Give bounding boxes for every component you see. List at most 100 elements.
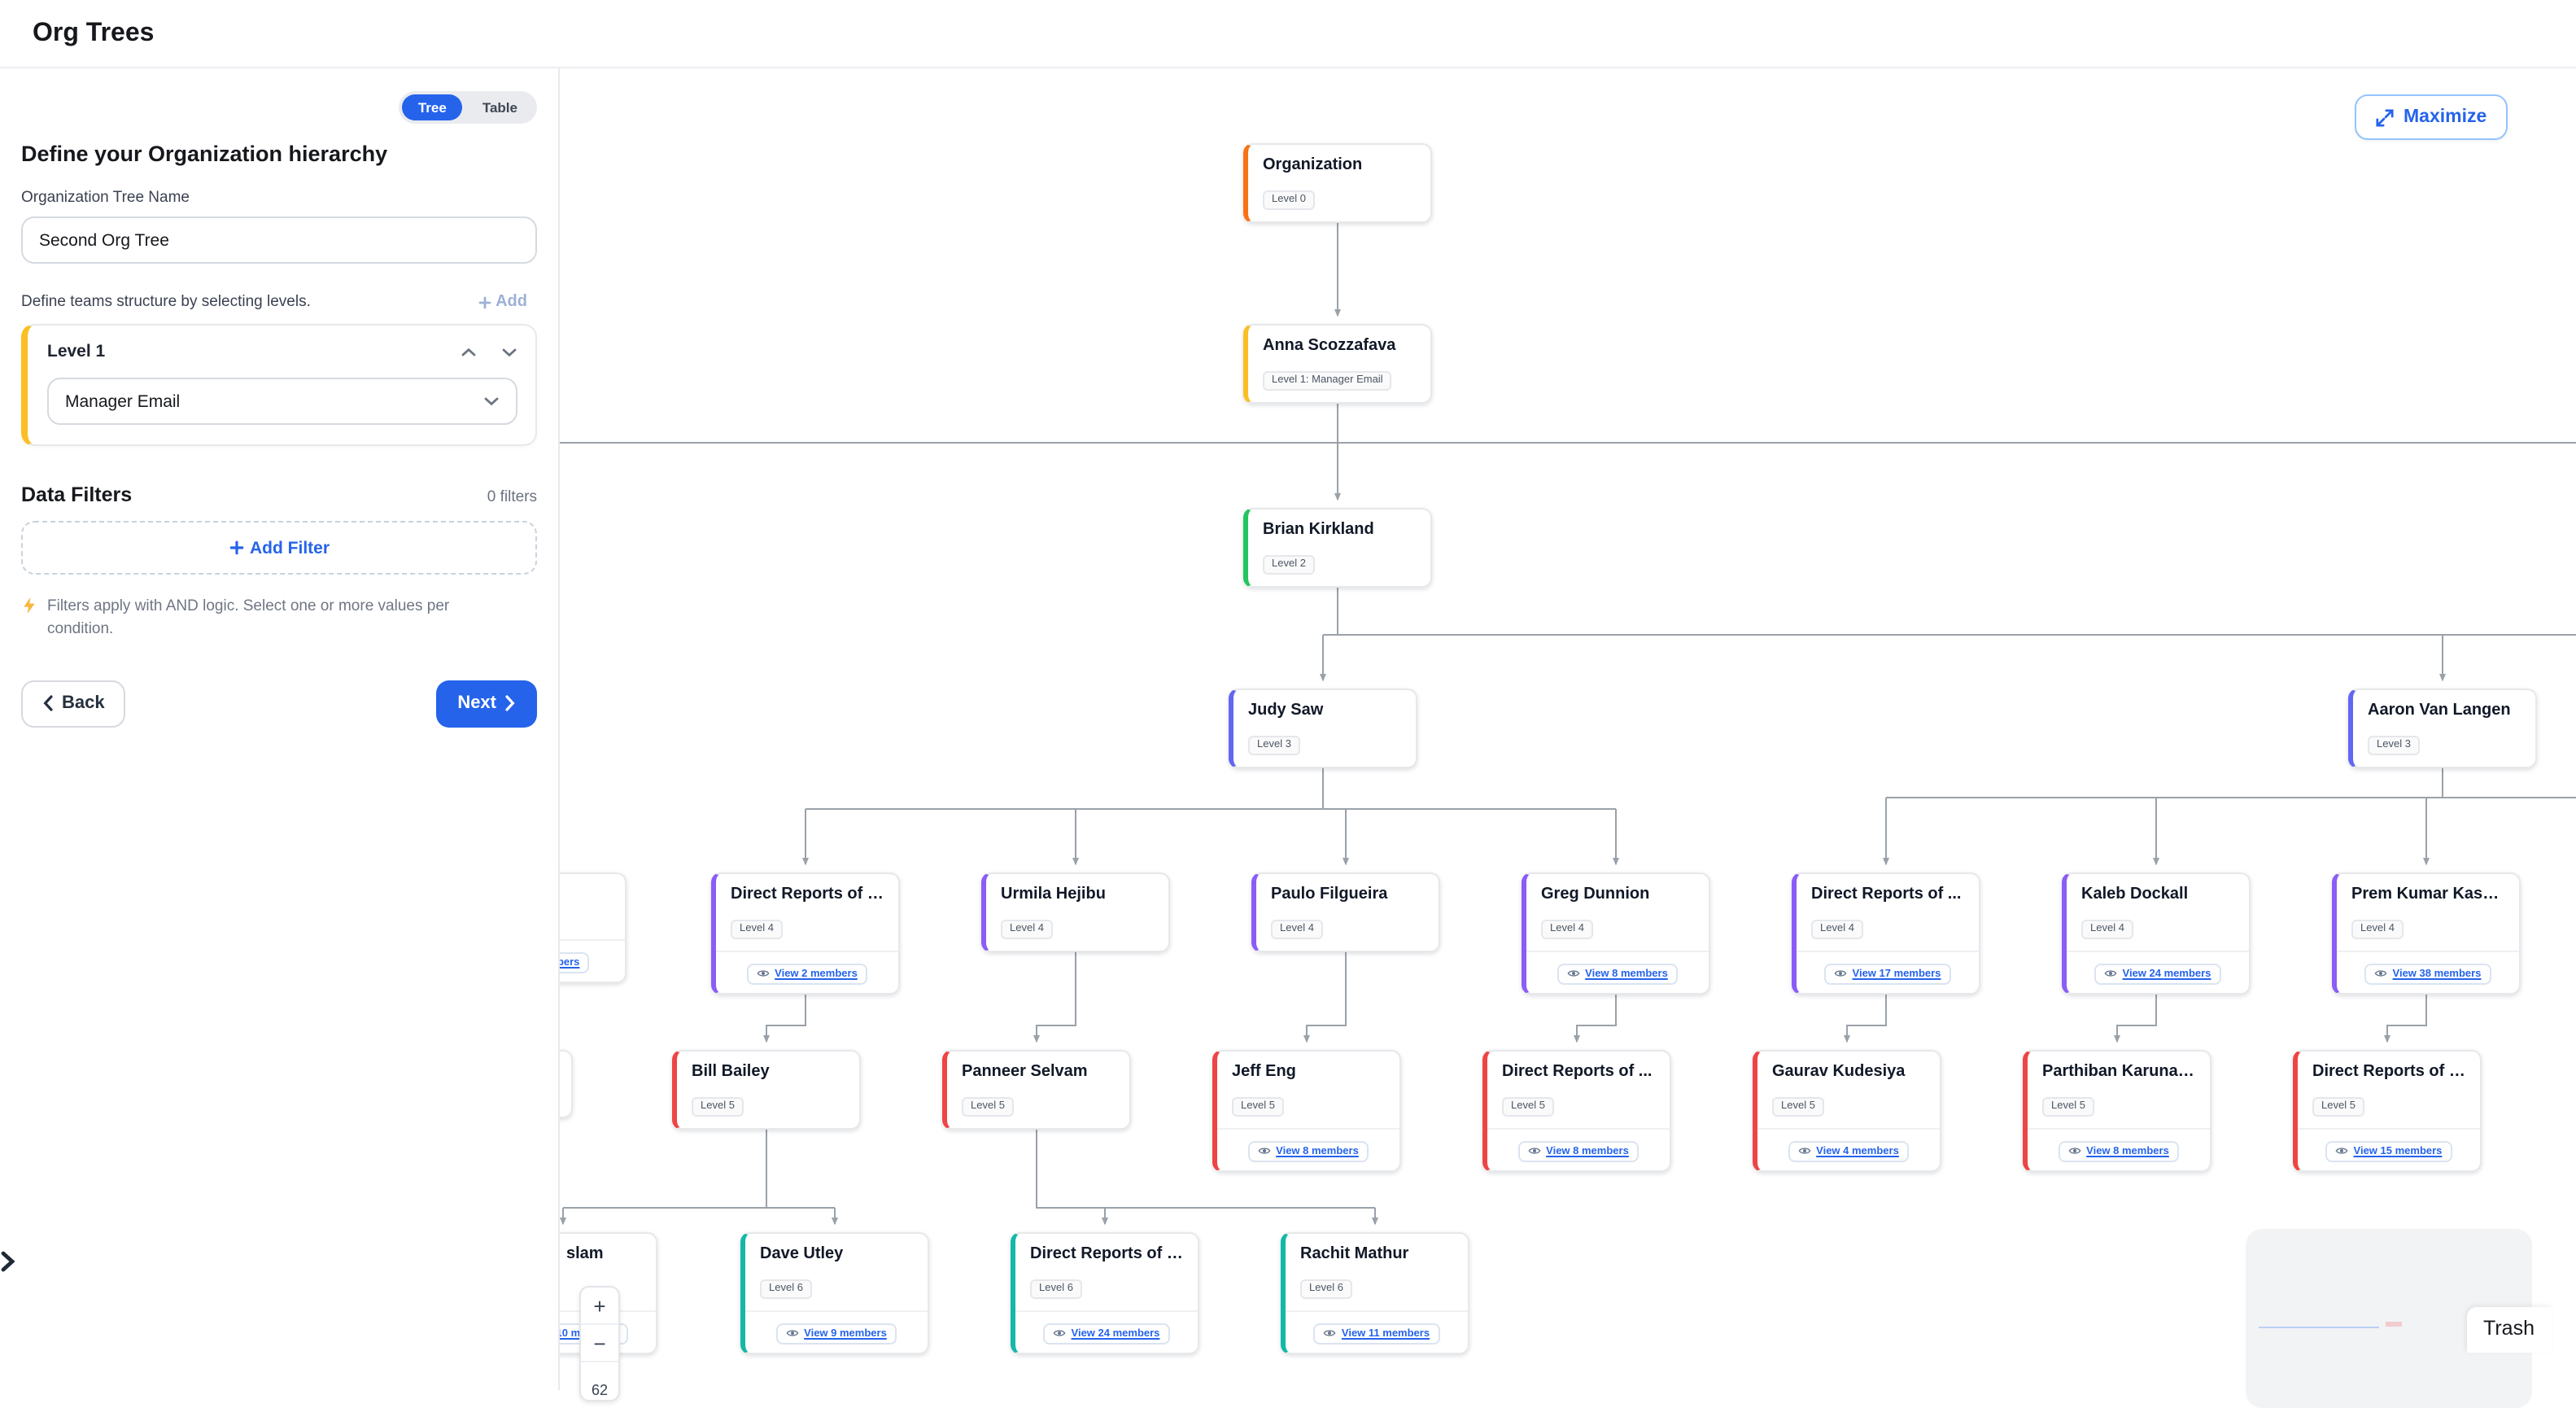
expand-icon: [2376, 108, 2394, 126]
org-node[interactable]: Direct Reports of ... Level 4 View 17 memb…: [1792, 872, 1980, 995]
next-button[interactable]: Next: [436, 680, 537, 727]
view-members-link[interactable]: View 11 members: [1313, 1323, 1440, 1344]
node-title: Direct Reports of J...: [731, 885, 890, 903]
eye-icon: [1528, 1148, 1541, 1154]
level-field-select[interactable]: Manager Email: [47, 378, 517, 425]
node-level-badge: Level 4: [2351, 919, 2404, 938]
node-title: Judy Saw: [1248, 702, 1324, 719]
tree-name-input[interactable]: [21, 216, 537, 264]
view-members-label: View 8 members: [1546, 1145, 1629, 1157]
node-title: Organization: [1263, 156, 1363, 174]
connector-line: [1843, 975, 1887, 1043]
eye-icon: [2336, 1148, 2349, 1154]
view-members-link[interactable]: View 15 members: [2325, 1140, 2452, 1161]
node-title: Direct Reports of P...: [1030, 1245, 1190, 1263]
node-level-badge: Level 5: [1772, 1096, 1824, 1116]
toggle-tree-button[interactable]: Tree: [401, 94, 463, 120]
sidebar-heading: Define your Organization hierarchy: [21, 142, 388, 166]
move-level-down-icon[interactable]: [501, 346, 517, 357]
page-header: Org Trees: [0, 0, 2576, 68]
add-level-button[interactable]: Add: [468, 291, 537, 313]
view-members-link[interactable]: View 8 members: [2059, 1140, 2179, 1161]
view-members-label: View 15 members: [2353, 1145, 2443, 1157]
eye-icon: [2068, 1148, 2081, 1154]
view-members-link[interactable]: View 2 members: [747, 963, 867, 984]
maximize-label: Maximize: [2404, 107, 2487, 127]
node-title: Prem Kumar Kashi...: [2351, 885, 2511, 903]
view-members-link[interactable]: View 8 members: [1557, 963, 1678, 984]
view-members-link[interactable]: View 4 members: [1788, 1140, 1909, 1161]
view-members-label: View 8 members: [2086, 1145, 2169, 1157]
node-level-badge: Level 4: [1541, 919, 1593, 938]
trash-label: Trash: [2467, 1307, 2551, 1353]
eye-icon: [2105, 970, 2118, 977]
zoom-out-button[interactable]: −: [581, 1325, 618, 1362]
data-filters-title: Data Filters: [21, 483, 133, 506]
connector-line: [1033, 946, 1076, 1043]
view-members-link[interactable]: View 24 members: [2094, 963, 2221, 984]
node-level-badge: Level 5: [692, 1096, 744, 1116]
view-members-link[interactable]: View 9 members: [776, 1323, 897, 1344]
node-title: Bill Bailey: [692, 1063, 770, 1081]
chevron-down-icon: [484, 397, 499, 406]
node-title: Anna Scozzafava: [1263, 337, 1396, 355]
view-members-label: View 9 members: [804, 1327, 887, 1339]
node-title: Jeff Eng: [1232, 1063, 1296, 1081]
eye-icon: [1054, 1330, 1067, 1336]
move-level-up-icon[interactable]: [461, 346, 477, 357]
view-members-label: View 38 members: [2392, 968, 2482, 979]
sidebar-panel: Tree Table Define your Organization hier…: [0, 68, 560, 1390]
page-title: Org Trees: [33, 19, 155, 46]
node-level-badge: Level 4: [1811, 919, 1863, 938]
add-filter-button[interactable]: Add Filter: [21, 521, 537, 575]
node-title: Aaron Van Langen: [2368, 702, 2511, 719]
node-level-badge: Level 3: [1248, 735, 1300, 754]
view-members-link[interactable]: View 38 members: [2364, 963, 2491, 984]
view-members-link[interactable]: View 8 members: [1248, 1140, 1369, 1161]
view-members-link[interactable]: View 8 members: [1518, 1140, 1639, 1161]
zoom-controls: + − 62: [579, 1286, 620, 1401]
org-node[interactable]: Prem Kumar Kashi... Level 4 View 38 member…: [2332, 872, 2521, 995]
view-members-link[interactable]: View 24 members: [1043, 1323, 1170, 1344]
maximize-button[interactable]: Maximize: [2355, 94, 2508, 140]
toggle-table-button[interactable]: Table: [466, 94, 534, 120]
view-members-link[interactable]: View 17 members: [1824, 963, 1951, 984]
node-title: Dave Utley: [760, 1245, 844, 1263]
node-level-badge: Level 4: [1271, 919, 1323, 938]
view-members-label: View 8 members: [1276, 1145, 1359, 1157]
plus-icon: [229, 540, 243, 555]
eye-icon: [1324, 1330, 1337, 1336]
back-button[interactable]: Back: [21, 680, 126, 727]
zoom-in-button[interactable]: +: [581, 1288, 618, 1325]
eye-icon: [1835, 970, 1848, 977]
view-members-label: View 11 members: [1341, 1327, 1430, 1339]
trashed-node-preview: [2259, 1327, 2379, 1328]
node-title: Rachit Mathur: [1300, 1245, 1409, 1263]
view-members-label: View 24 members: [1071, 1327, 1160, 1339]
node-level-badge: Level 5: [2312, 1096, 2364, 1116]
node-title: Direct Reports of ...: [1811, 885, 1962, 903]
node-level-badge: Level 5: [1232, 1096, 1284, 1116]
level-card: Level 1 Manager Email: [21, 324, 537, 446]
collapse-sidebar-toggle[interactable]: [0, 1247, 16, 1276]
